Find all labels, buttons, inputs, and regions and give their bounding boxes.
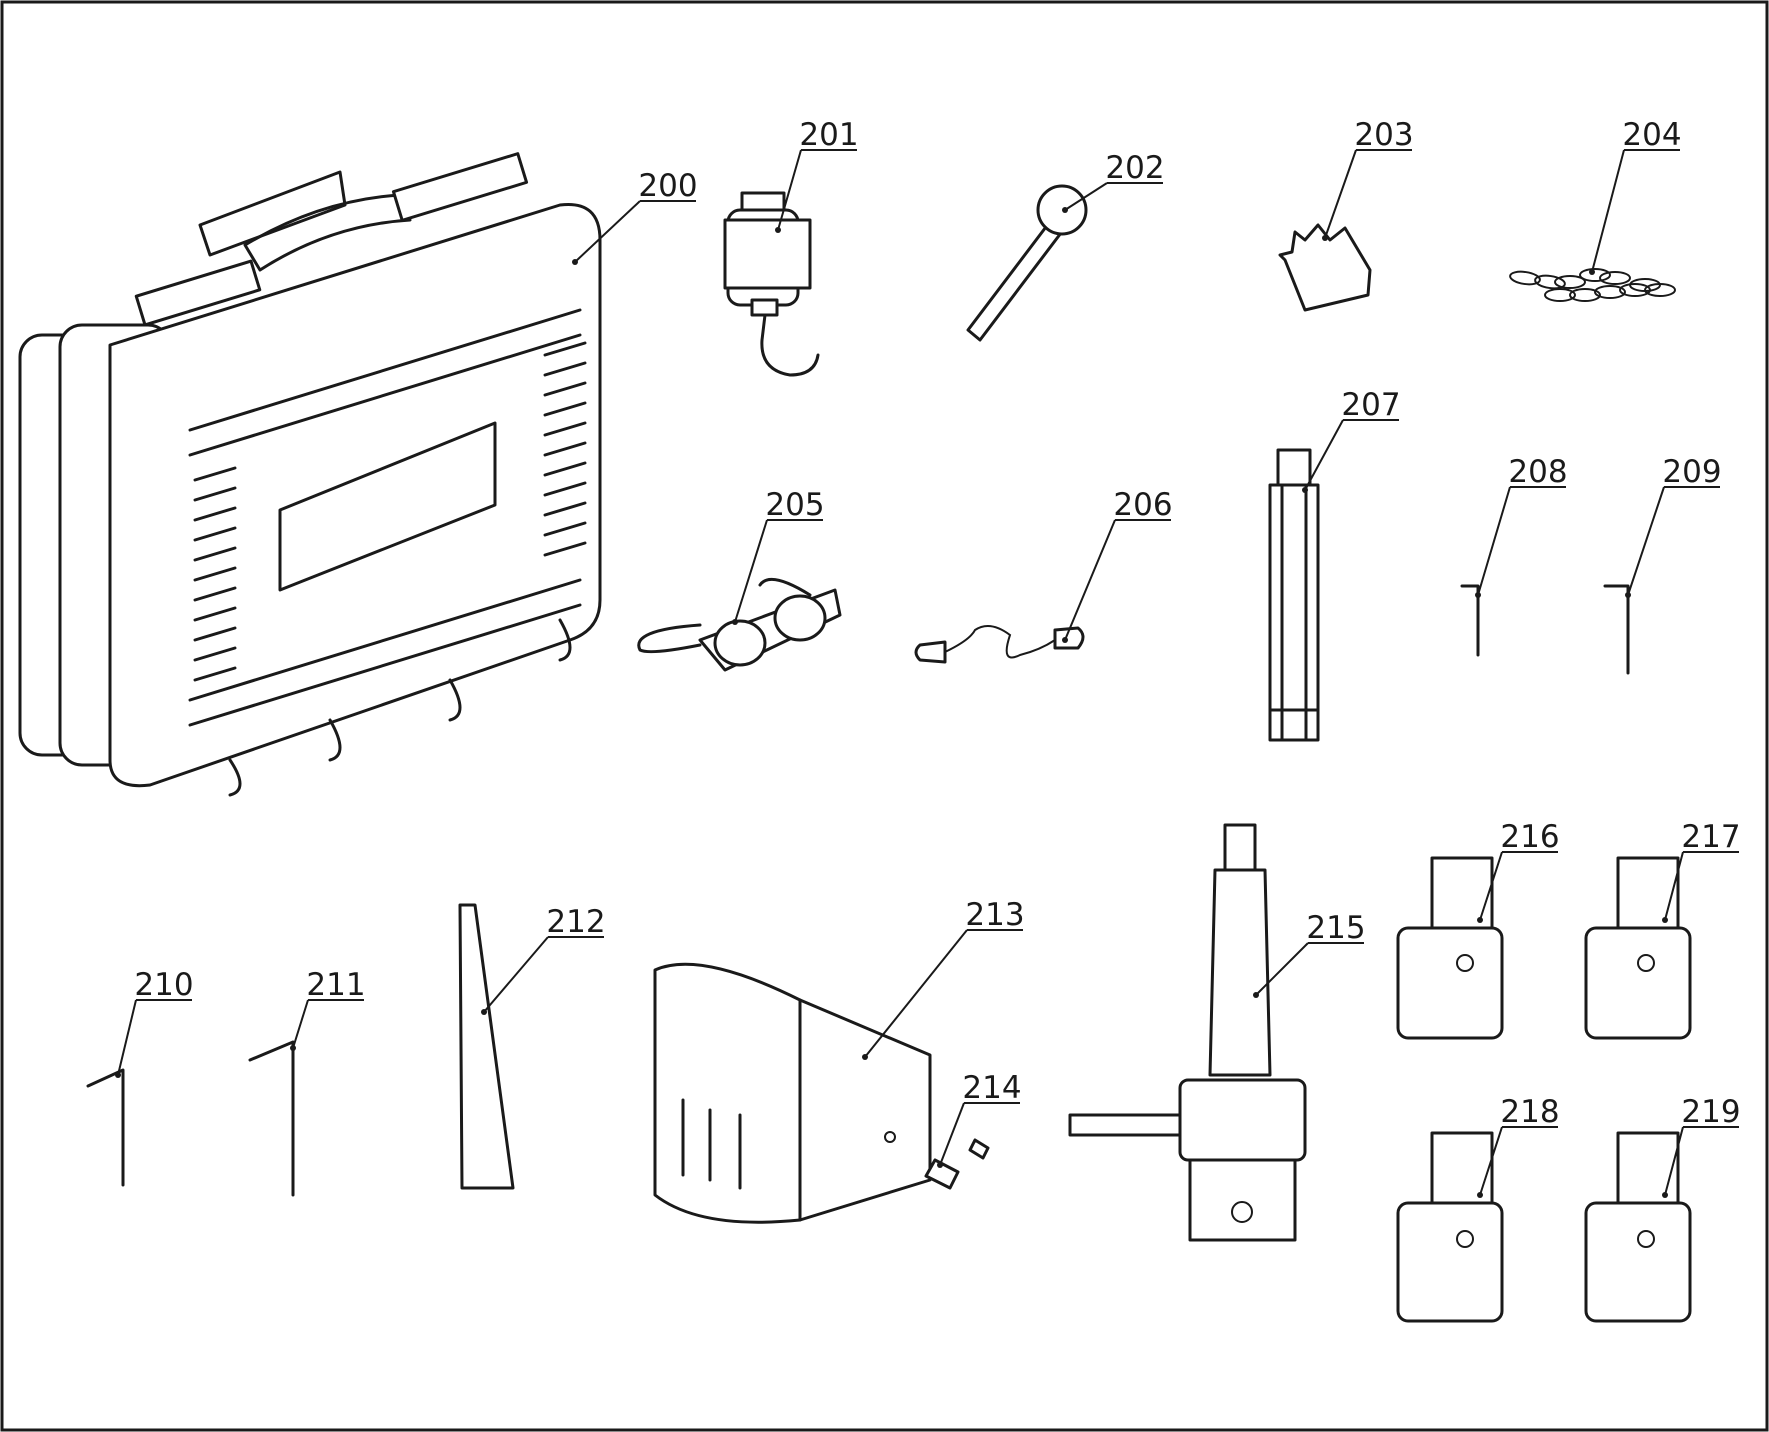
callout-204: 204 [1589, 117, 1682, 275]
extension-bar [1268, 448, 1320, 742]
hex-key [1603, 584, 1630, 675]
part-number-label: 219 [1681, 1094, 1740, 1130]
adapter-sleeve-d [1584, 1131, 1692, 1323]
part-number-label: 208 [1508, 454, 1567, 490]
adapter-sleeve-a [1396, 856, 1504, 1040]
part-number-label: 211 [306, 967, 365, 1003]
guard-screws [924, 1138, 990, 1190]
part-number-label: 204 [1622, 117, 1681, 153]
part-number-label: 214 [962, 1070, 1021, 1106]
ear-plugs [914, 625, 1085, 664]
callout-202: 202 [1062, 150, 1165, 213]
part-number-label: 210 [134, 967, 193, 1003]
callout-218: 218 [1477, 1094, 1560, 1198]
callout-200: 200 [572, 168, 698, 265]
part-number-label: 207 [1341, 387, 1400, 423]
callout-212: 212 [481, 904, 606, 1015]
hex-key-small [1460, 584, 1480, 657]
part-number-label: 205 [765, 487, 824, 523]
callout-216: 216 [1477, 819, 1560, 923]
carrying-case [18, 152, 602, 797]
arbor-adapter [1068, 823, 1307, 1242]
adapter-sleeve-b [1584, 856, 1692, 1040]
part-number-label: 216 [1500, 819, 1559, 855]
callout-213: 213 [862, 897, 1025, 1060]
callout-208: 208 [1475, 454, 1568, 598]
callout-214: 214 [937, 1070, 1022, 1168]
callout-203: 203 [1322, 117, 1414, 241]
part-number-label: 213 [965, 897, 1024, 933]
callout-219: 219 [1662, 1094, 1741, 1198]
callout-210: 210 [115, 967, 194, 1078]
callout-217: 217 [1662, 819, 1741, 923]
part-number-label: 218 [1500, 1094, 1559, 1130]
part-number-label: 217 [1681, 819, 1740, 855]
glove [1278, 223, 1372, 312]
part-number-label: 201 [799, 117, 858, 153]
coolant-bottle [723, 191, 820, 377]
callout-211: 211 [290, 967, 366, 1051]
adapter-sleeve-c [1396, 1131, 1504, 1323]
part-number-label: 206 [1113, 487, 1172, 523]
callout-201: 201 [775, 117, 859, 233]
ejector-pin [966, 184, 1088, 342]
hex-key-long [86, 1068, 125, 1187]
part-number-label: 215 [1306, 910, 1365, 946]
chip-guard [653, 962, 932, 1224]
part-number-label: 212 [546, 904, 605, 940]
part-number-label: 200 [638, 168, 697, 204]
part-number-label: 203 [1354, 117, 1413, 153]
callout-209: 209 [1625, 454, 1722, 598]
callout-207: 207 [1302, 387, 1401, 493]
callout-215: 215 [1253, 910, 1366, 998]
callout-205: 205 [732, 487, 825, 625]
safety-goggles [637, 577, 842, 672]
callout-206: 206 [1062, 487, 1173, 643]
part-number-label: 209 [1662, 454, 1721, 490]
safety-chain [1509, 268, 1676, 302]
drift-wedge [458, 903, 515, 1190]
hex-key-large [248, 1040, 295, 1197]
part-number-label: 202 [1105, 150, 1164, 186]
